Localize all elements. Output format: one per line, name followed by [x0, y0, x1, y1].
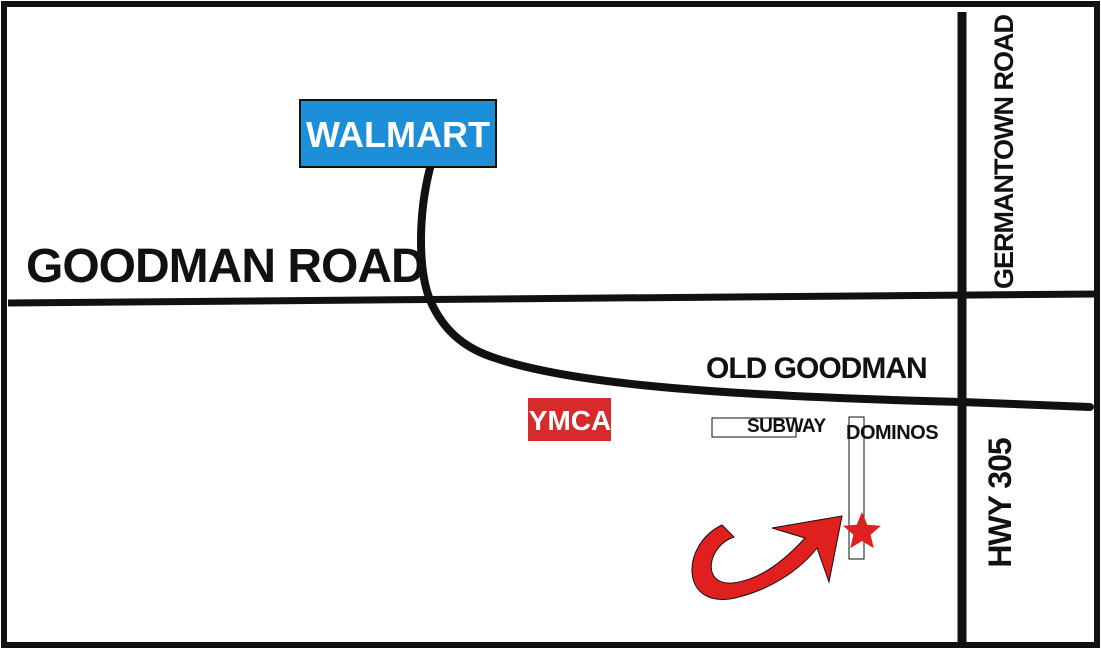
star-icon	[843, 512, 881, 549]
subway-building	[711, 417, 797, 438]
germantown-road-label: GERMANTOWN ROAD	[989, 15, 1019, 289]
walmart-connector-line	[417, 164, 1094, 411]
ymca-sign	[528, 398, 611, 441]
goodman-road-label: GOODMAN ROAD	[26, 240, 425, 293]
walmart-label: WALMART	[306, 114, 490, 155]
walmart-sign	[299, 99, 497, 168]
curved-arrow-icon	[691, 515, 843, 600]
dominos-label: DOMINOS	[846, 422, 938, 444]
old-goodman-label: OLD GOODMAN	[706, 352, 927, 385]
hwy-305-label: HWY 305	[982, 438, 1018, 568]
goodman-road-line	[7, 290, 1098, 307]
ymca-label: YMCA	[529, 405, 611, 436]
subway-label: SUBWAY	[747, 416, 826, 437]
